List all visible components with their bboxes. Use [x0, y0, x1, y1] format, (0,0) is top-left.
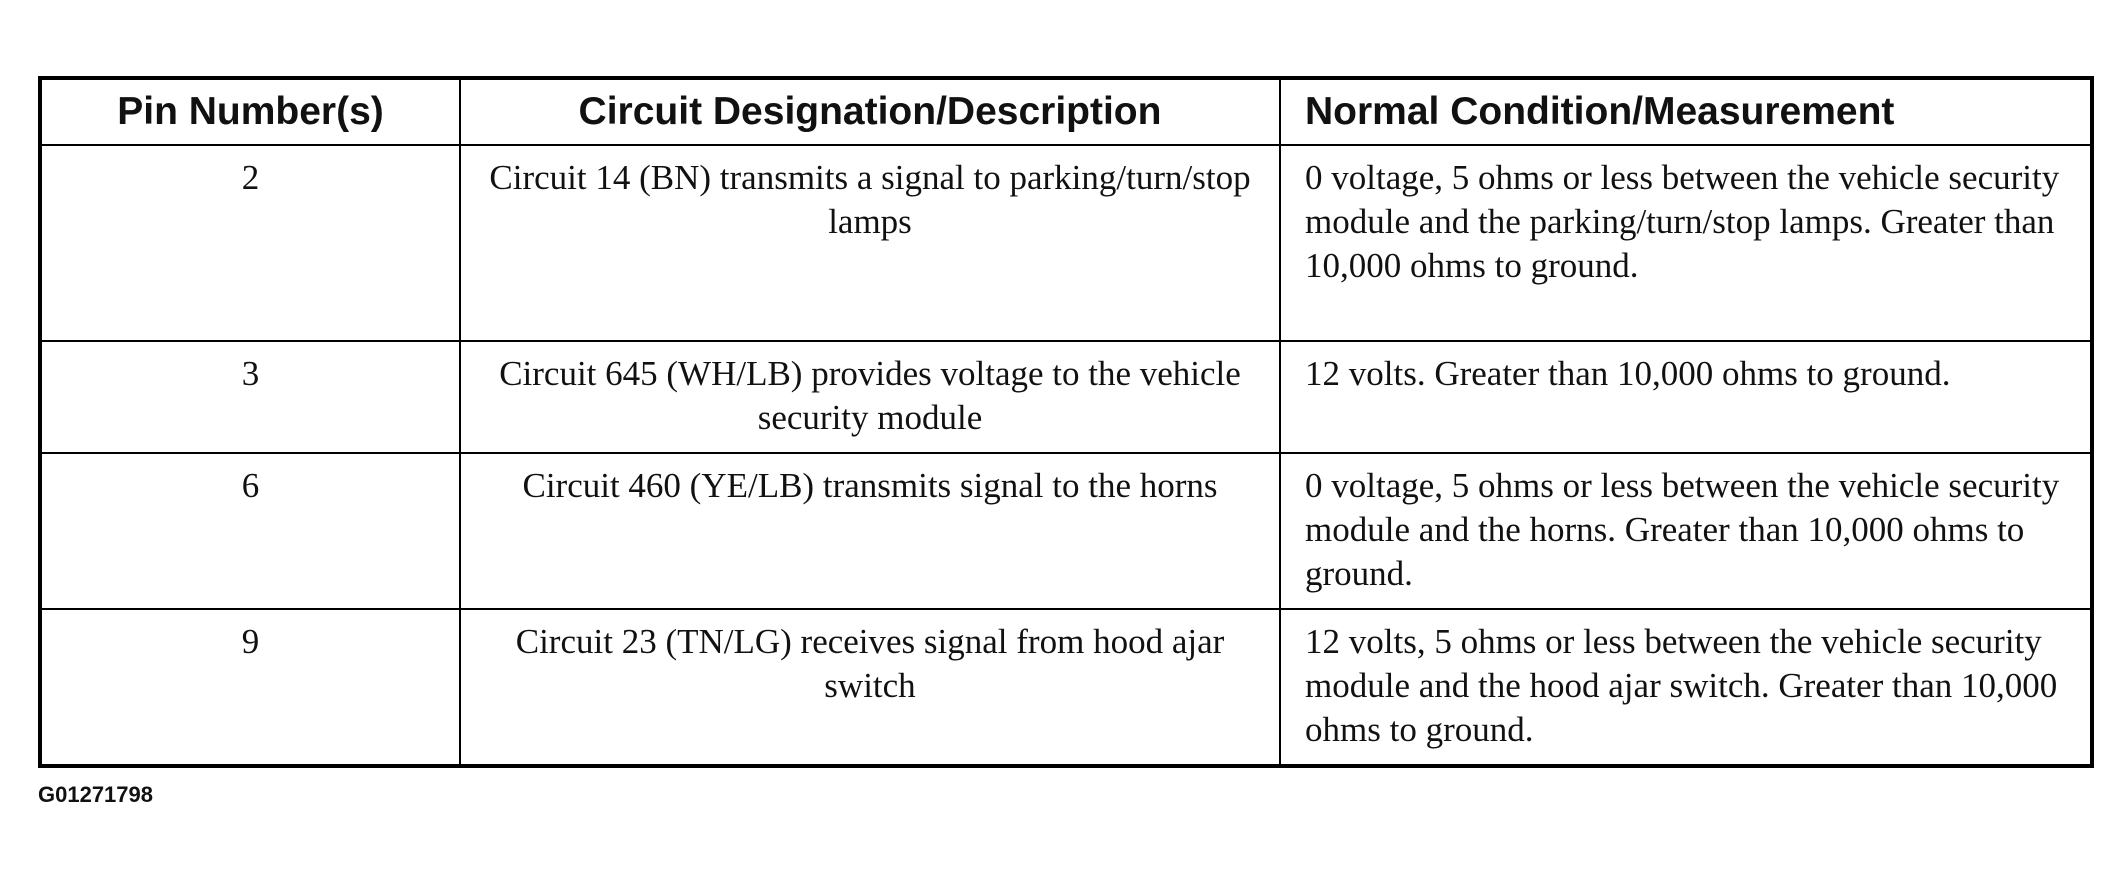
circuit-description-cell: Circuit 23 (TN/LG) receives signal from …: [459, 609, 1280, 767]
pin-number-cell: 2: [40, 145, 460, 342]
pin-test-table: Pin Number(s) Circuit Designation/Descri…: [38, 76, 2094, 768]
header-normal-condition: Normal Condition/Measurement: [1279, 78, 2092, 146]
pin-number-cell: 6: [40, 453, 460, 610]
header-pin-numbers: Pin Number(s): [40, 78, 460, 146]
table-row: 6 Circuit 460 (YE/LB) transmits signal t…: [40, 453, 2092, 610]
table-row: 9 Circuit 23 (TN/LG) receives signal fro…: [40, 609, 2092, 767]
measurement-cell: 12 volts. Greater than 10,000 ohms to gr…: [1279, 341, 2092, 454]
table-header-row: Pin Number(s) Circuit Designation/Descri…: [40, 78, 2092, 146]
table-row: 2 Circuit 14 (BN) transmits a signal to …: [40, 145, 2092, 342]
pin-number-cell: 9: [40, 609, 460, 767]
figure-id-label: G01271798: [38, 782, 153, 807]
pin-test-table-container: Pin Number(s) Circuit Designation/Descri…: [38, 76, 2094, 768]
measurement-cell: 0 voltage, 5 ohms or less between the ve…: [1279, 453, 2092, 610]
measurement-cell: 0 voltage, 5 ohms or less between the ve…: [1279, 145, 2092, 342]
pin-number-cell: 3: [40, 341, 460, 454]
table-row: 3 Circuit 645 (WH/LB) provides voltage t…: [40, 341, 2092, 454]
circuit-description-cell: Circuit 645 (WH/LB) provides voltage to …: [459, 341, 1280, 454]
circuit-description-cell: Circuit 14 (BN) transmits a signal to pa…: [459, 145, 1280, 342]
header-circuit-description: Circuit Designation/Description: [459, 78, 1280, 146]
circuit-description-cell: Circuit 460 (YE/LB) transmits signal to …: [459, 453, 1280, 610]
measurement-cell: 12 volts, 5 ohms or less between the veh…: [1279, 609, 2092, 767]
